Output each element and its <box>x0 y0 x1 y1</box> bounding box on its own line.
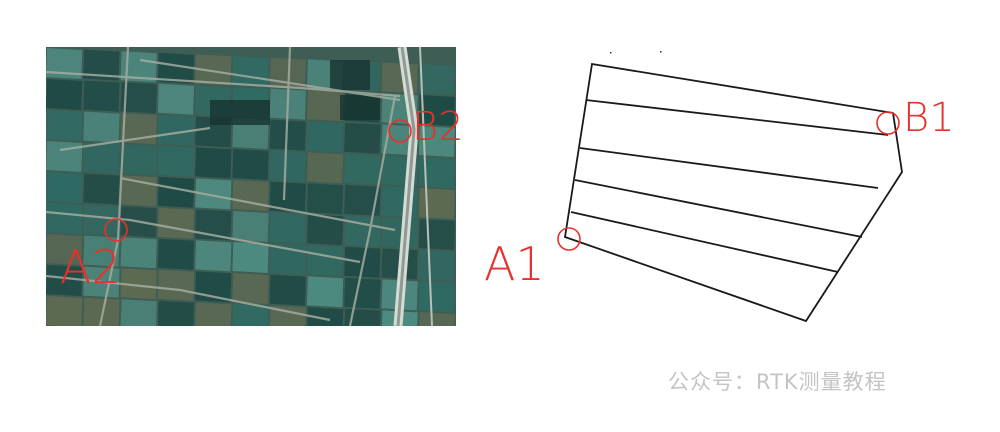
field-patch <box>120 51 157 83</box>
field-patch <box>46 234 83 265</box>
label-b1: B1 <box>903 95 955 141</box>
field-patch <box>83 297 120 326</box>
field-patch <box>83 111 120 143</box>
satellite-image <box>46 47 456 326</box>
field-patch <box>157 114 195 146</box>
field-patch <box>344 277 381 309</box>
sketch-outline <box>563 62 903 323</box>
field-patch <box>419 312 455 326</box>
field-patch <box>195 302 232 326</box>
field-patch <box>418 250 455 281</box>
field-patch <box>46 203 83 234</box>
field-patch <box>46 172 83 203</box>
field-patch <box>195 240 232 272</box>
marker-a1 <box>557 227 581 251</box>
field-patch <box>269 119 306 151</box>
sketch-specks <box>610 51 662 54</box>
field-patch <box>195 147 232 179</box>
field-patch <box>157 145 195 177</box>
field-patch <box>232 149 269 180</box>
field-patch <box>120 237 157 269</box>
field-patch <box>269 212 306 244</box>
field-patch <box>232 242 269 273</box>
field-patch <box>232 118 269 149</box>
field-patch <box>120 268 157 300</box>
sketch-row-line-2 <box>579 147 879 189</box>
marker-b2 <box>388 119 412 143</box>
field-patch <box>418 95 455 126</box>
field-patch <box>46 296 83 326</box>
field-patch <box>83 204 120 236</box>
field-patch <box>381 217 418 249</box>
field-patch <box>418 219 455 250</box>
label-a1: A1 <box>484 237 545 291</box>
field-patch <box>120 82 157 114</box>
field-patch <box>120 299 157 326</box>
field-patch <box>306 245 344 277</box>
field-patch <box>306 183 344 215</box>
marker-b1 <box>876 111 900 135</box>
field-patch <box>344 153 381 185</box>
field-patch <box>269 305 306 326</box>
field-patch <box>344 122 381 154</box>
field-patch <box>46 79 83 110</box>
field-patch <box>46 265 83 296</box>
field-patch <box>157 269 195 301</box>
field-patch <box>157 300 195 326</box>
marker-a2 <box>104 218 128 242</box>
field-patch <box>307 307 344 326</box>
field-patch <box>232 180 269 211</box>
field-roads <box>46 47 401 326</box>
sketch-row-line-4 <box>570 211 839 273</box>
label-b2: B2 <box>412 104 464 150</box>
field-patch <box>157 176 195 208</box>
pond-block <box>210 100 270 125</box>
field-patch <box>157 207 195 239</box>
field-patch <box>269 150 306 182</box>
sketch-row-line-3 <box>574 179 863 238</box>
watermark-text: 公众号：RTK测量教程 <box>668 370 887 394</box>
field-sketch <box>563 62 903 323</box>
field-patch <box>83 142 120 174</box>
sketch-row-line-1 <box>585 99 889 136</box>
field-patch <box>269 181 306 213</box>
field-patch <box>306 276 344 308</box>
field-patch <box>83 49 120 81</box>
field-patch <box>232 211 269 242</box>
field-patch <box>157 52 195 84</box>
field-patch <box>232 56 269 87</box>
field-patch <box>195 178 232 210</box>
field-patch <box>344 184 381 216</box>
field-patch <box>232 273 269 304</box>
field-patch <box>418 281 455 312</box>
field-patch <box>83 80 120 112</box>
field-patch <box>83 235 120 267</box>
field-patch <box>418 157 455 188</box>
field-patch <box>46 110 83 141</box>
field-patch <box>306 152 344 184</box>
field-patch <box>46 141 83 172</box>
field-patch <box>418 126 455 157</box>
field-patch <box>232 304 269 326</box>
field-patch <box>157 238 195 270</box>
field-patch <box>269 274 306 306</box>
pond-block <box>340 95 380 120</box>
field-patch <box>195 54 232 86</box>
field-patch <box>418 64 455 95</box>
field-patch <box>418 188 455 219</box>
field-patch <box>157 83 195 115</box>
field-patch <box>306 214 344 246</box>
field-patch <box>306 121 344 153</box>
field-patch <box>46 48 83 79</box>
canal <box>393 47 433 326</box>
pond-block <box>330 60 370 90</box>
label-a2: A2 <box>60 240 121 294</box>
field-patch <box>120 144 157 176</box>
field-patch <box>83 173 120 205</box>
field-patch <box>306 90 344 122</box>
